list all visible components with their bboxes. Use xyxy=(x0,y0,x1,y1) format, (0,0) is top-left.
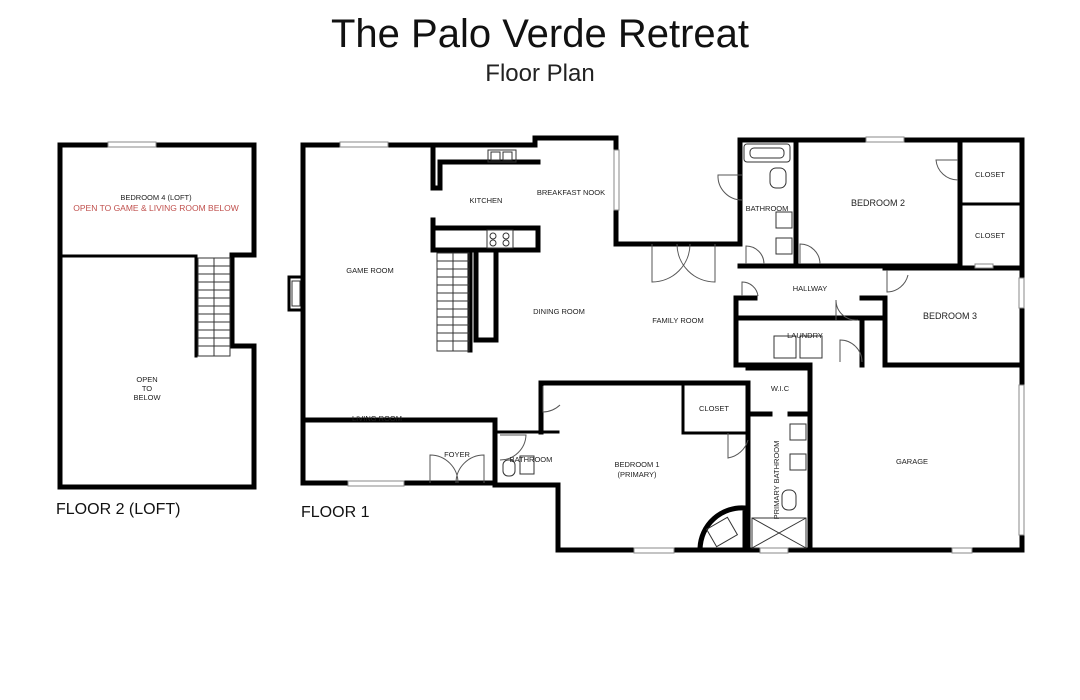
open-below-line1: OPEN xyxy=(136,375,157,384)
family-room-label: FAMILY ROOM xyxy=(652,316,703,325)
closet-b-marker xyxy=(974,263,994,269)
upper-bathroom-label: BATHROOM xyxy=(746,204,789,213)
kitchen-range xyxy=(486,229,514,249)
main-floor-label: FLOOR 1 xyxy=(301,504,370,521)
loft-floor: BEDROOM 4 (LOFT) OPEN TO GAME & LIVING R… xyxy=(56,141,257,518)
bedroom1-window xyxy=(633,547,675,554)
primary-bathroom-label: PRIMARY BATHROOM xyxy=(772,441,781,520)
upper-bath-door xyxy=(745,245,765,265)
primary-bath-fixtures xyxy=(751,423,807,549)
bedroom1-entry-door xyxy=(542,386,561,413)
hallway-wall xyxy=(733,265,1025,368)
closet-b-label: CLOSET xyxy=(975,231,1005,240)
bedroom1-label: BEDROOM 1 xyxy=(614,460,659,469)
laundry-fixtures xyxy=(773,299,863,363)
stair-wall xyxy=(467,247,499,353)
fireplace xyxy=(287,275,305,312)
front-bathroom-label: BATHROOM xyxy=(510,455,553,464)
main-floor: KITCHEN BREAKFAST NOOK GAME ROOM DINING … xyxy=(287,135,1025,554)
bedroom3-label: BEDROOM 3 xyxy=(923,311,977,321)
page-subtitle: Floor Plan xyxy=(485,60,595,87)
laundry-label: LAUNDRY xyxy=(787,331,823,340)
front-bath-toilet xyxy=(502,459,516,477)
open-below-line3: BELOW xyxy=(133,393,161,402)
wic-label: W.I.C xyxy=(771,384,790,393)
hallway-label: HALLWAY xyxy=(793,284,827,293)
kitchen-sink xyxy=(487,149,517,163)
bedroom1-wall xyxy=(538,380,751,553)
primary-closet-door xyxy=(727,433,749,459)
game-room-window xyxy=(339,141,389,148)
nook-slider xyxy=(613,149,620,211)
primary-closet-wall xyxy=(681,383,750,435)
dining-room-label: DINING ROOM xyxy=(533,307,585,316)
hallway-door xyxy=(741,281,759,297)
front-bath-sink xyxy=(519,455,535,475)
garage-door-side xyxy=(1018,384,1025,536)
upper-bath-fixtures xyxy=(743,143,793,255)
foyer-label: FOYER xyxy=(444,450,470,459)
page-title: The Palo Verde Retreat xyxy=(330,12,750,56)
game-room-label: GAME ROOM xyxy=(346,266,394,275)
primary-bath-window xyxy=(759,547,789,554)
open-below-line2: TO xyxy=(142,384,152,393)
foyer-doors xyxy=(429,454,485,484)
bedroom3-door xyxy=(886,270,909,293)
loft-stairs xyxy=(197,257,231,357)
main-stairs xyxy=(436,252,470,352)
closet-a-door xyxy=(935,159,959,181)
primary-closet-label: CLOSET xyxy=(699,404,729,413)
kitchen-wall-upper xyxy=(430,147,541,191)
bedroom2-label: BEDROOM 2 xyxy=(851,198,905,208)
family-room-doors xyxy=(651,243,716,283)
bedroom3-window xyxy=(1018,277,1025,309)
garage-window xyxy=(951,547,973,554)
kitchen-wall-lower xyxy=(430,217,541,253)
main-outer-wall xyxy=(300,135,1025,553)
breakfast-nook-label: BREAKFAST NOOK xyxy=(537,188,605,197)
bedroom2-door xyxy=(799,243,821,265)
living-room-window xyxy=(347,480,405,487)
bedroom1-sub-label: (PRIMARY) xyxy=(617,470,657,479)
garage-label: GARAGE xyxy=(896,457,928,466)
upper-bath-entry xyxy=(717,174,743,201)
wic-wall xyxy=(745,365,813,553)
bedroom4-label: BEDROOM 4 (LOFT) xyxy=(120,193,192,202)
corner-tub xyxy=(697,505,748,551)
loft-floor-label: FLOOR 2 (LOFT) xyxy=(56,501,180,518)
bedroom2-window xyxy=(865,136,905,143)
front-bath-door xyxy=(499,434,527,461)
living-room-wall xyxy=(300,417,498,486)
living-room-label: LIVING ROOM xyxy=(352,414,402,423)
bedroom4-note: OPEN TO GAME & LIVING ROOM BELOW xyxy=(73,203,238,213)
loft-outer-wall xyxy=(57,142,257,490)
kitchen-label: KITCHEN xyxy=(470,196,503,205)
loft-window xyxy=(107,141,157,148)
closet-a-label: CLOSET xyxy=(975,170,1005,179)
